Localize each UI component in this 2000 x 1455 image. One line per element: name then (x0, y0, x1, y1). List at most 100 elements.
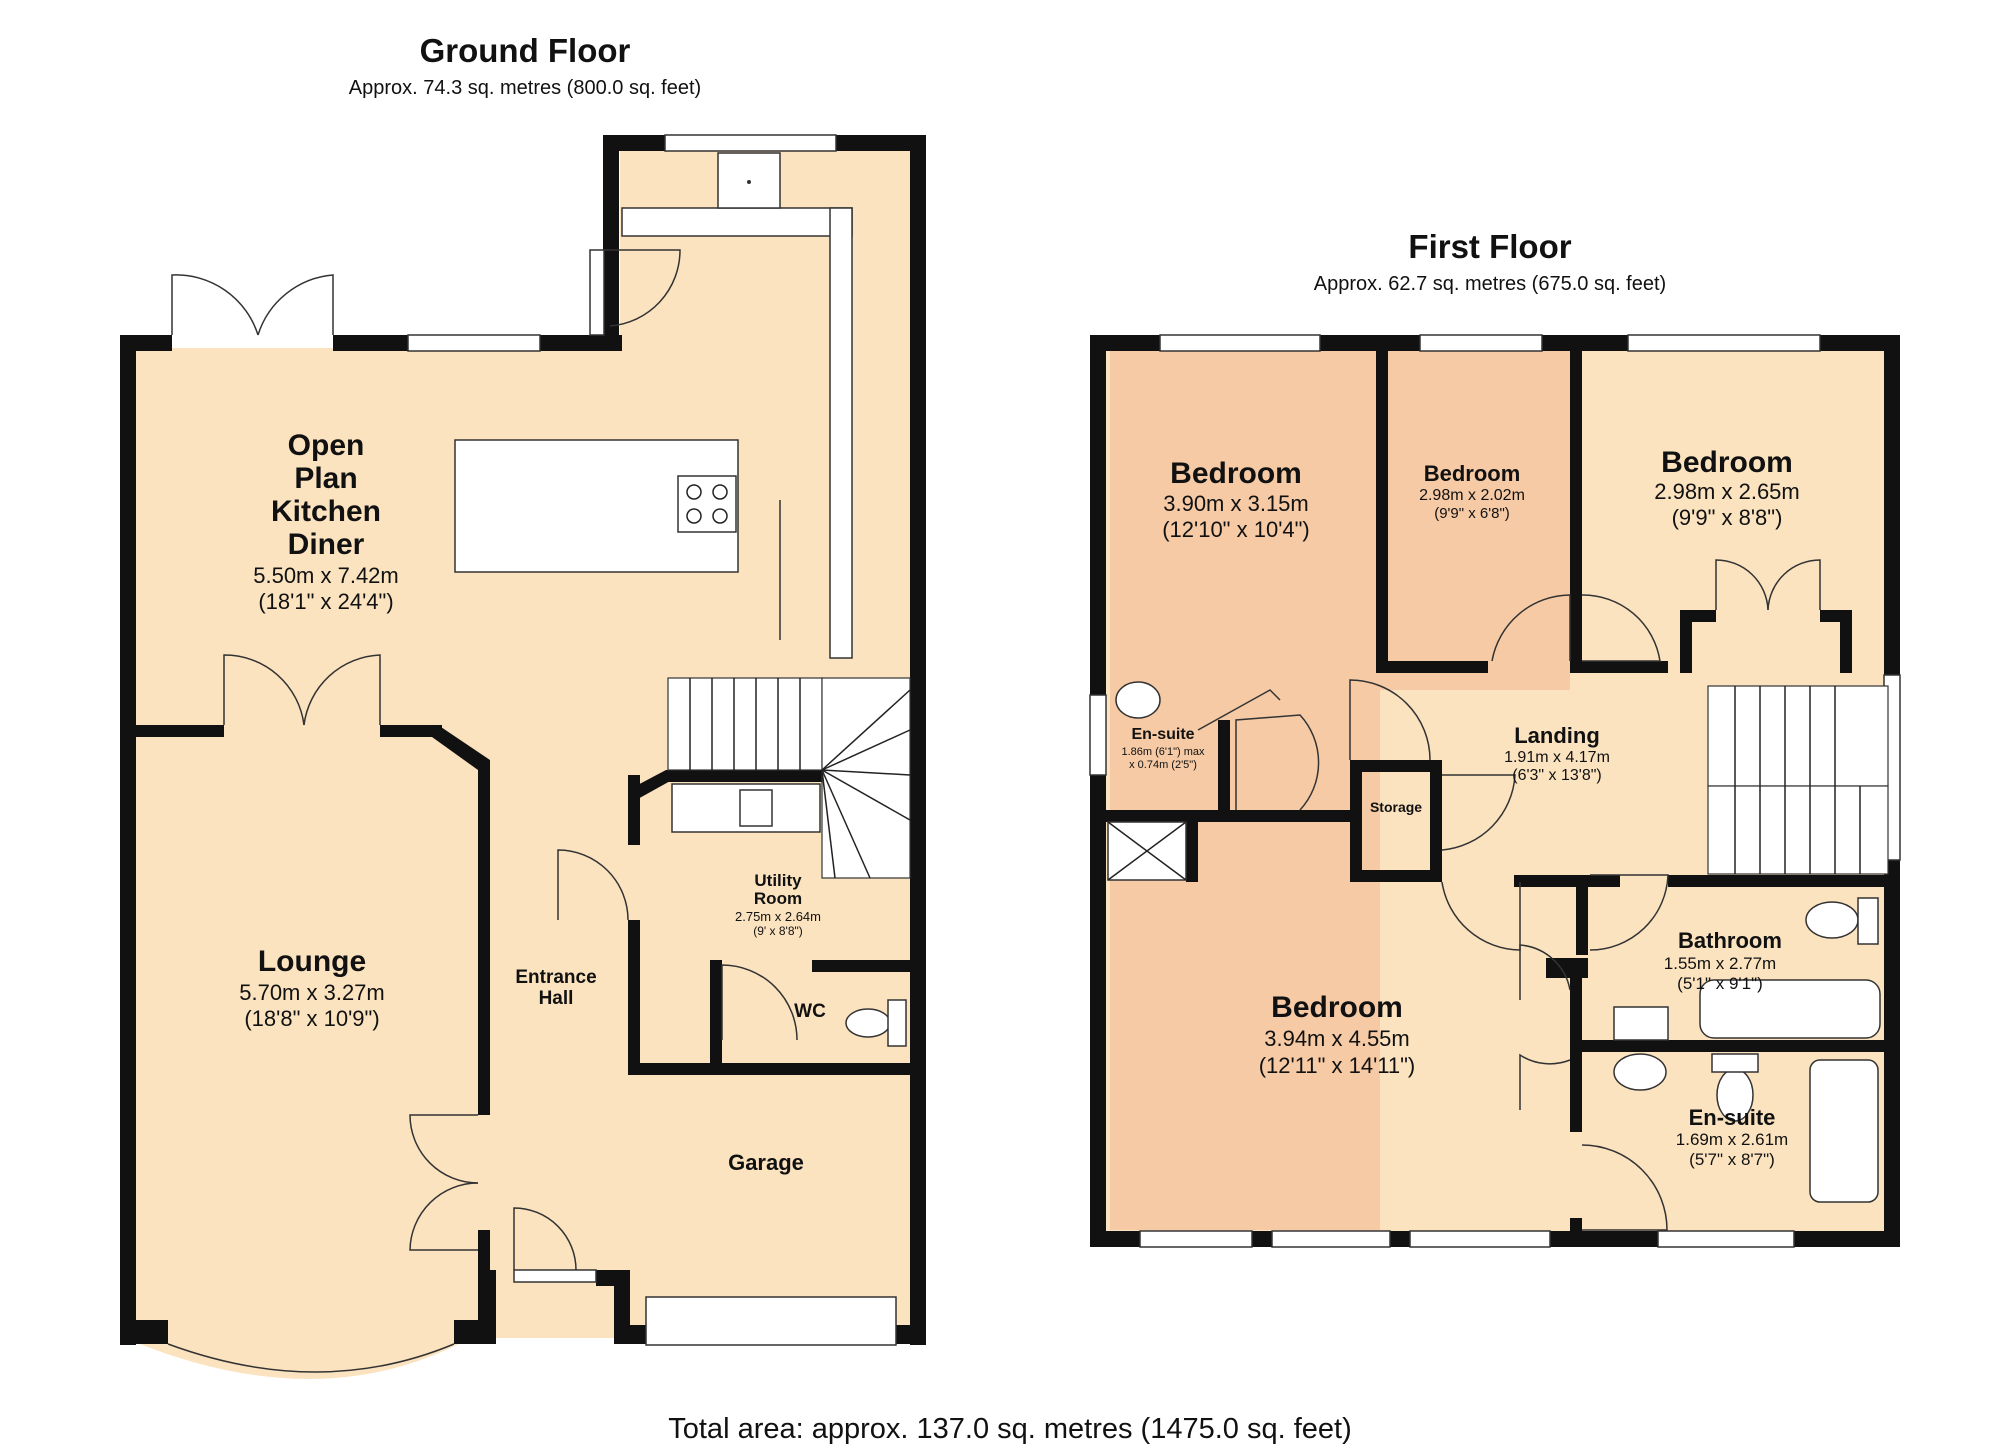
sink-icon (747, 180, 751, 184)
wall (1350, 870, 1442, 882)
wall (540, 335, 622, 351)
window (1139, 1230, 1253, 1248)
wall (478, 1230, 490, 1280)
total-area: Total area: approx. 137.0 sq. metres (14… (668, 1413, 1352, 1445)
wall (1186, 810, 1198, 882)
shower-icon (1809, 1059, 1879, 1203)
wall (1106, 810, 1186, 822)
wall (432, 725, 490, 770)
door (1441, 774, 1516, 851)
wall (628, 1063, 923, 1075)
staircase (1707, 685, 1889, 875)
room-name: Landing (1514, 723, 1600, 748)
room-dimensions: (12'10" x 10'4") (1162, 517, 1310, 542)
wall (1376, 351, 1388, 673)
window (1657, 1230, 1795, 1248)
toilet-icon (887, 999, 907, 1047)
room-name: En-suite (1689, 1105, 1776, 1130)
first-floor-title: First Floor (1408, 228, 1571, 265)
window (1159, 334, 1321, 352)
wall (1582, 661, 1668, 673)
door (1589, 874, 1669, 951)
wall (1668, 875, 1890, 887)
wall (896, 1325, 926, 1344)
wall (666, 770, 826, 782)
room-name: Room (754, 889, 802, 908)
wall (1218, 810, 1358, 822)
wall (628, 920, 640, 1070)
wall (710, 960, 722, 1070)
french-door (257, 274, 334, 336)
door (557, 849, 629, 921)
room-name: Bedroom (1271, 991, 1403, 1024)
door (1581, 1144, 1668, 1231)
room-dimensions: (5'7" x 8'7") (1689, 1150, 1775, 1169)
room-dimensions: (18'1" x 24'4") (258, 589, 393, 614)
window (1419, 334, 1543, 352)
wall (1350, 760, 1362, 880)
hob-icon (712, 484, 728, 500)
bedroom-floor (1380, 350, 1570, 690)
room-dimensions: 1.91m x 4.17m (1504, 749, 1610, 766)
french-door (303, 654, 381, 726)
window (589, 249, 605, 336)
room-dimensions: (18'8" x 10'9") (244, 1006, 379, 1031)
wall (1840, 610, 1852, 673)
room-name: WC (794, 1001, 826, 1022)
basin-icon (1613, 1053, 1667, 1091)
wardrobe-door (1715, 559, 1769, 611)
toilet-icon (845, 1008, 891, 1038)
hob-icon (677, 475, 737, 533)
front-door-frame (513, 1269, 597, 1283)
room-name: Lounge (258, 945, 366, 978)
room-name: Entrance (515, 967, 596, 988)
room-dimensions: (9'9" x 6'8") (1434, 505, 1510, 522)
room-name: Storage (1370, 799, 1422, 815)
door (1491, 594, 1571, 662)
wall (1570, 978, 1582, 1132)
master-bedroom-floor (1110, 350, 1380, 1230)
wall (1820, 610, 1852, 622)
wall (603, 135, 619, 351)
wall (1884, 860, 1900, 1247)
door (721, 964, 798, 1041)
staircase (667, 677, 911, 879)
wall (603, 135, 665, 151)
wall (1218, 720, 1230, 820)
door (1581, 594, 1661, 662)
wall (1376, 661, 1488, 673)
room-name: Kitchen (271, 495, 381, 528)
room-dimensions: 2.98m x 2.02m (1419, 487, 1525, 504)
wall (1546, 958, 1588, 978)
wall (333, 335, 408, 351)
window (1089, 694, 1107, 776)
french-door (223, 654, 305, 726)
wall (836, 135, 926, 151)
wardrobe-door (1519, 1053, 1571, 1110)
wall (1680, 610, 1692, 673)
wall (380, 725, 442, 737)
hob-icon (686, 484, 702, 500)
ground-floor (120, 134, 926, 1379)
kitchen-counter (829, 207, 853, 659)
room-name: Diner (288, 528, 365, 561)
window (664, 134, 837, 152)
toilet-icon (1857, 897, 1879, 945)
wall (1582, 1040, 1890, 1052)
room-dimensions: 2.75m x 2.64m (735, 909, 821, 924)
room-name: Bedroom (1661, 446, 1793, 479)
wall (1576, 875, 1588, 955)
basin-icon (1115, 681, 1161, 719)
ground-floor-title: Ground Floor (420, 32, 631, 69)
garage-door (645, 1296, 897, 1346)
hob-icon (686, 508, 702, 524)
room-name: Bathroom (1678, 928, 1782, 953)
wall (120, 1320, 168, 1344)
first-floor (1089, 334, 1901, 1248)
window (1271, 1230, 1391, 1248)
basin-icon (1613, 1006, 1669, 1041)
room-dimensions: (12'11" x 14'11") (1259, 1053, 1416, 1078)
wall (1514, 875, 1620, 887)
first-floor-area: Approx. 62.7 sq. metres (675.0 sq. feet) (1314, 273, 1666, 295)
